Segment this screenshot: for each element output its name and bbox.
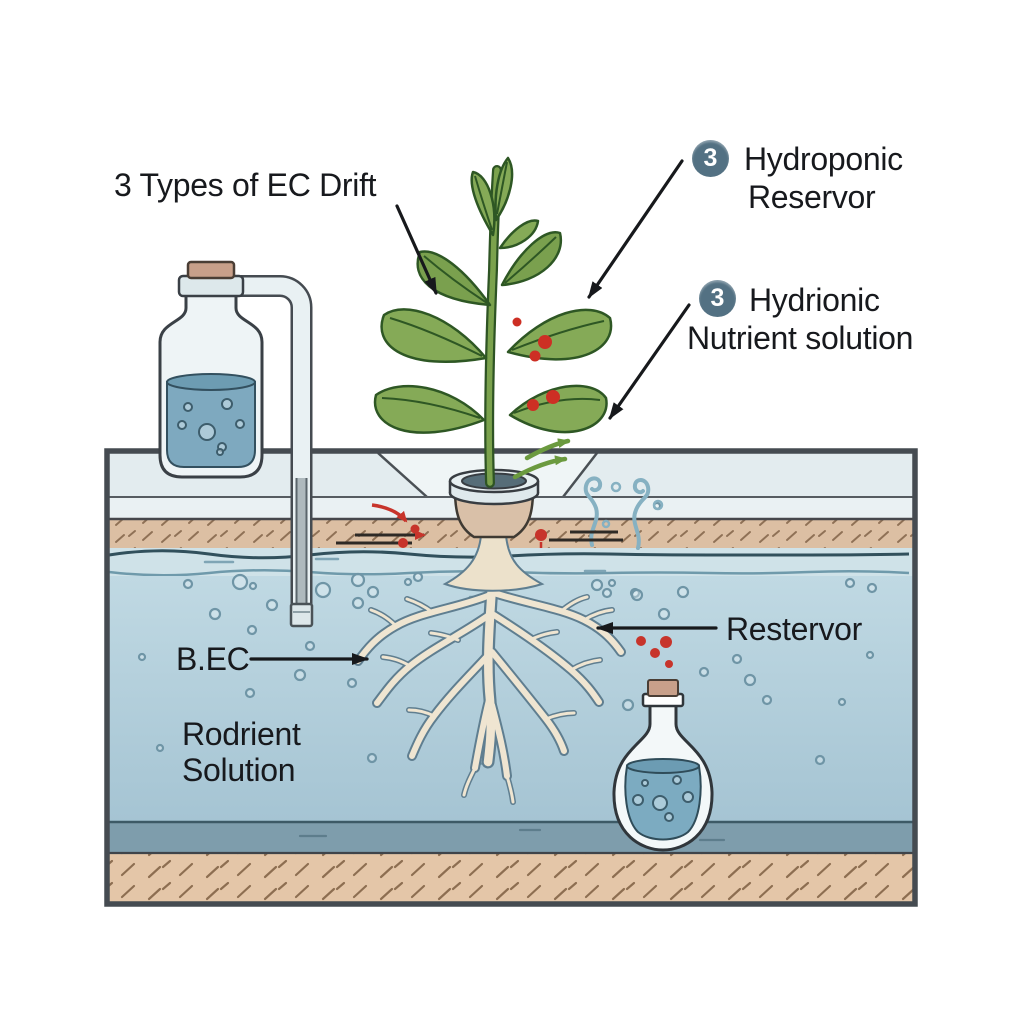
sample-flask [612, 679, 714, 852]
dosing-bottle [158, 260, 264, 479]
bec-label: B.EC [176, 641, 250, 677]
restervor-label: Restervor [726, 611, 863, 647]
hydroponic-label-line2: Reservor [748, 179, 876, 215]
net-pot [448, 468, 540, 539]
falling-red-drops [636, 636, 673, 668]
drift-marks-left [336, 503, 426, 548]
vapor-squiggles [583, 476, 664, 550]
arrow-title-to-plant [395, 204, 438, 295]
plant [373, 156, 613, 488]
ec-probe-tube [241, 275, 314, 628]
tank-shelf-band [109, 822, 913, 853]
title-label: 3 Types of EC Drift [114, 167, 377, 203]
hydroponic-label-line1: Hydroponic [744, 141, 903, 177]
airflow-arrows [512, 438, 571, 480]
drift-marks-right [535, 529, 623, 548]
flask-cork [647, 679, 679, 697]
callout-arrows [249, 159, 718, 665]
probe-tip [289, 602, 314, 628]
bottle-cork [186, 260, 236, 280]
arrow-hydrionic-to-lid [608, 303, 691, 420]
root-system [353, 534, 626, 805]
rodrient-label-line2: Solution [182, 752, 296, 788]
ec-drift-spots [512, 317, 560, 411]
root-trunk [442, 534, 545, 592]
badge-3-hydrionic: 3 [699, 280, 736, 317]
rodrient-label-line1: Rodrient [182, 716, 301, 752]
hydrionic-label-line1: Hydrionic [749, 282, 880, 318]
badge-3-hydroponic: 3 [692, 140, 729, 177]
hydrionic-label-line2: Nutrient solution [687, 320, 914, 356]
tank-outline [104, 448, 918, 907]
arrow-hydroponic-to-plant [587, 159, 684, 299]
